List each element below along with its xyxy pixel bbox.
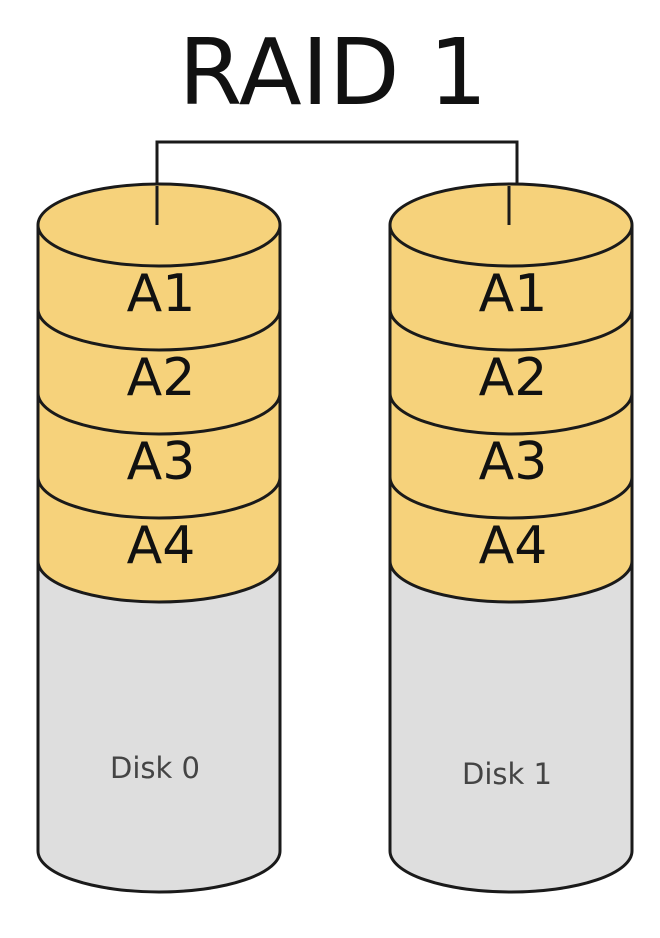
disk-body [38, 561, 280, 892]
disk-top-cap [36, 182, 282, 268]
block-separator [36, 392, 282, 436]
data-block-label: A4 [479, 516, 548, 576]
disk-label: Disk 1 [462, 757, 552, 791]
block-separator [388, 560, 634, 604]
disk-outline [36, 225, 282, 894]
disk-top-cap [388, 182, 634, 268]
block-separator [36, 560, 282, 604]
disk-data-region [390, 225, 632, 602]
block-separator [388, 392, 634, 436]
disk-body [390, 561, 632, 892]
data-block-label: A2 [127, 348, 196, 408]
diagram-title: RAID 1 [179, 19, 488, 126]
data-block-label: A3 [127, 432, 196, 492]
disk-data-region [38, 225, 280, 602]
block-separator [388, 308, 634, 352]
block-separator [36, 476, 282, 520]
disk-outline [388, 225, 634, 894]
data-block-label: A4 [127, 516, 196, 576]
data-block-label: A2 [479, 348, 548, 408]
data-block-label: A1 [479, 264, 548, 324]
data-block-label: A3 [479, 432, 548, 492]
disk-label: Disk 0 [110, 751, 200, 785]
block-separator [388, 476, 634, 520]
block-separator [36, 308, 282, 352]
data-block-label: A1 [127, 264, 196, 324]
